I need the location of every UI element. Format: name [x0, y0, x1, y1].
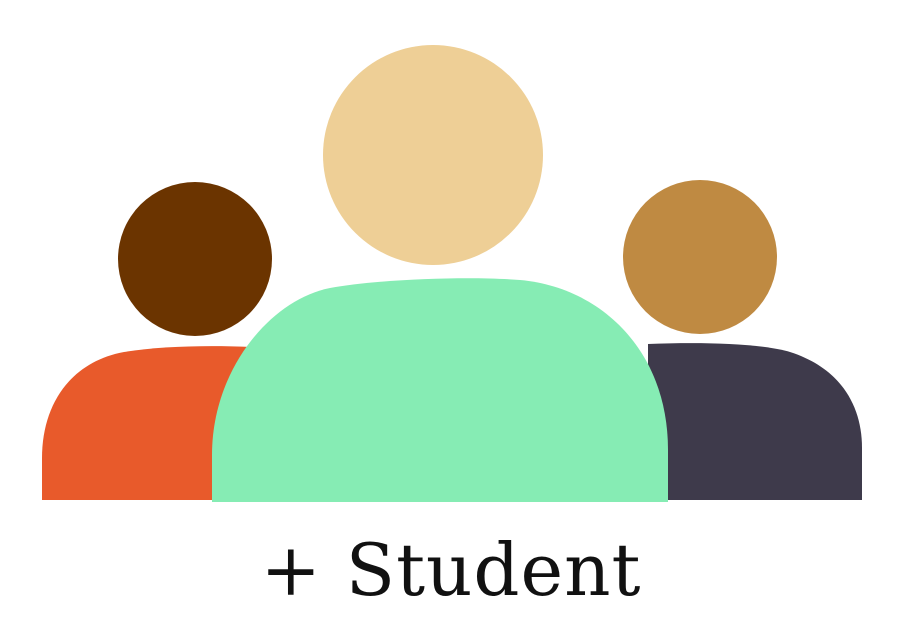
add-student-graphic[interactable]	[0, 0, 902, 520]
center-person-body	[212, 278, 668, 502]
center-person-head	[323, 45, 543, 265]
left-person-body	[42, 346, 252, 500]
left-person-head	[118, 182, 272, 336]
right-person-body	[648, 343, 862, 500]
group-people-icon	[42, 45, 862, 502]
right-person-head	[623, 180, 777, 334]
add-student-label[interactable]: + Student	[260, 528, 642, 612]
